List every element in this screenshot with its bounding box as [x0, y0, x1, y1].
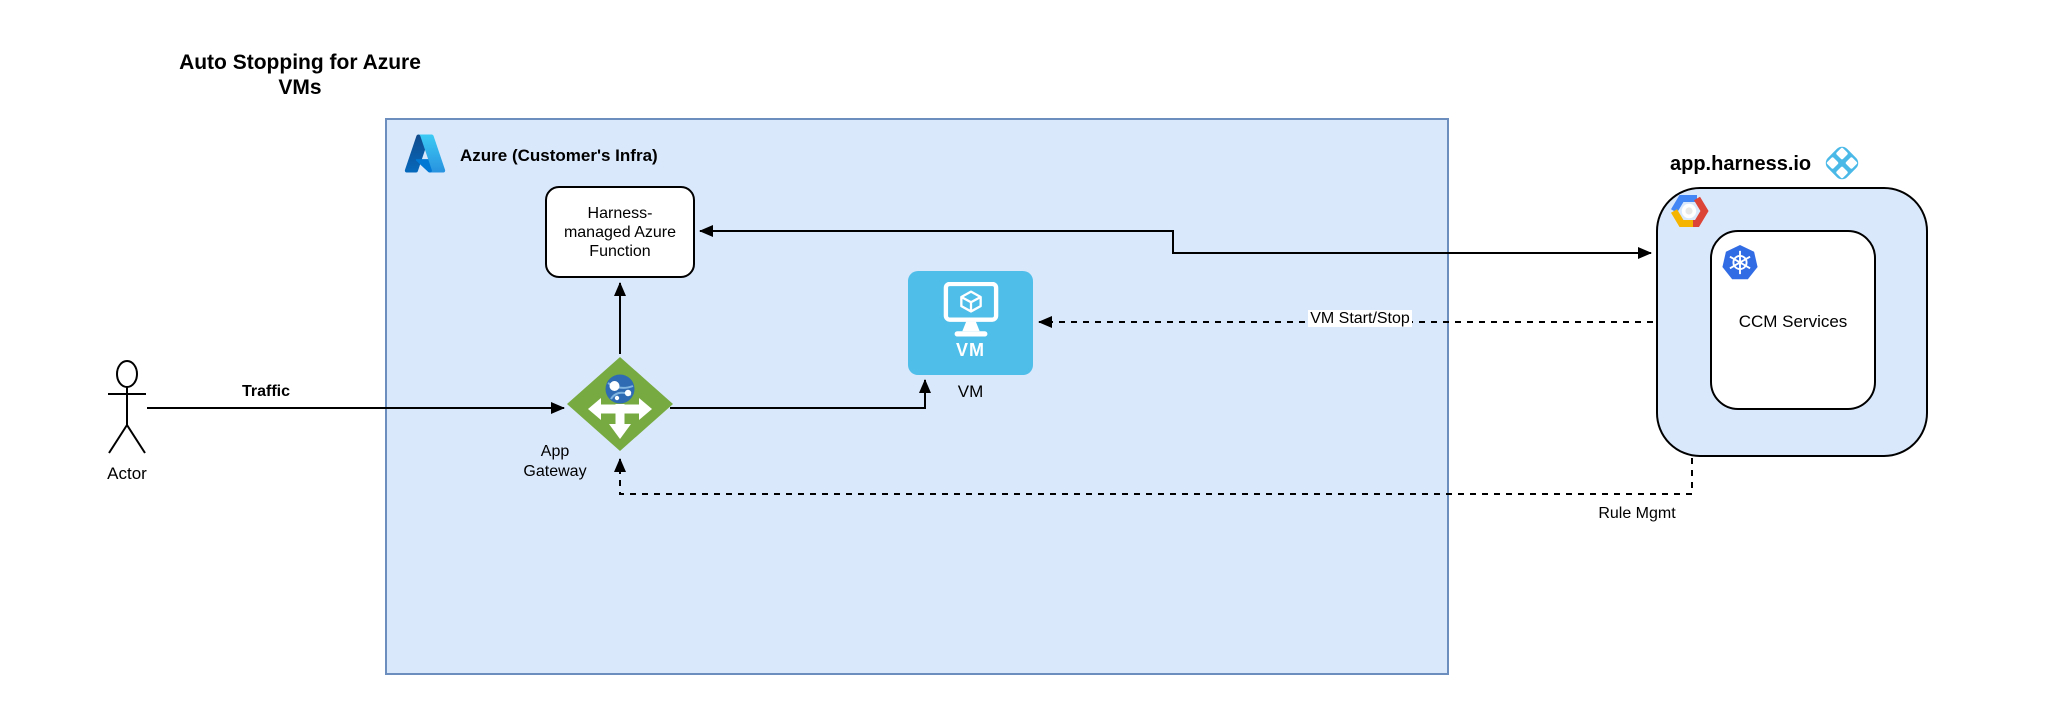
vm-node: VM [908, 271, 1033, 375]
vm-monitor-icon [943, 282, 998, 337]
harness-logo-icon [1825, 146, 1859, 180]
vm-icon-text: VM [956, 340, 985, 360]
azure-group-label: Azure (Customer's Infra) [460, 146, 658, 165]
function-label: Harness- managed Azure Function [563, 204, 677, 260]
app-gateway-label: App Gateway [523, 443, 587, 480]
harness-group-label: app.harness.io [1670, 153, 1812, 175]
actor-label: Actor [107, 464, 147, 483]
azure-logo-icon [404, 134, 446, 173]
diagram-title: Auto Stopping for Azure VMs [179, 51, 421, 99]
ccm-services-label: CCM Services [1738, 312, 1848, 331]
gcp-logo-icon [1670, 195, 1709, 227]
edge-traffic-label: Traffic [241, 383, 290, 400]
edge-rule-mgmt-label: Rule Mgmt [1598, 505, 1676, 522]
vm-label: VM [957, 382, 984, 401]
kubernetes-logo-icon [1722, 245, 1758, 280]
actor-icon [108, 360, 146, 454]
edge-vm-start-stop-label: VM Start/Stop [1308, 310, 1412, 327]
app-gateway-icon [567, 357, 673, 451]
function-node: Harness- managed Azure Function [545, 186, 695, 278]
